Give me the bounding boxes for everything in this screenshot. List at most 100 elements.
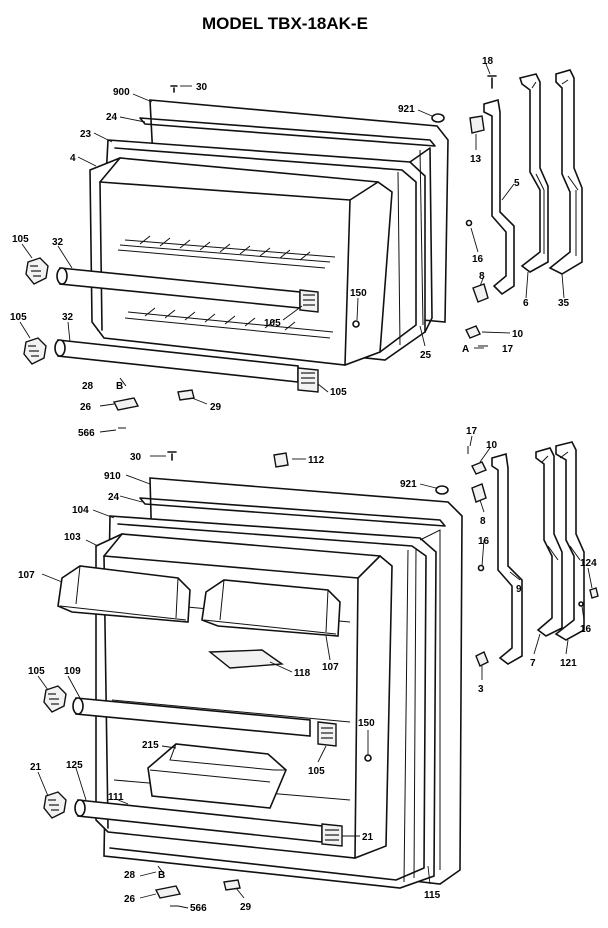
fresh-screw-150 (364, 754, 372, 762)
callout-910: 910 (104, 471, 121, 482)
callout-16: 16 (472, 254, 484, 265)
callout-105: 105 (330, 387, 347, 398)
callout-32: 32 (52, 237, 64, 248)
fresh-hinge-rod-121 (554, 441, 585, 641)
callout-121: 121 (560, 658, 577, 669)
callout-118: 118 (294, 668, 311, 679)
callout-30: 30 (130, 452, 142, 463)
freezer-screw-16 (465, 219, 473, 227)
fresh-bumper-29 (223, 879, 241, 891)
callout-18: 18 (482, 56, 494, 67)
freezer-plate-26 (112, 397, 140, 411)
fresh-part-28 (157, 865, 165, 875)
callout-105: 105 (264, 318, 281, 329)
fresh-stop-8 (471, 483, 487, 503)
callout-17: 17 (502, 344, 514, 355)
fresh-door-shelf-107-right (201, 579, 341, 637)
freezer-part-28 (119, 377, 127, 387)
callout-107: 107 (322, 662, 339, 673)
callout-115: 115 (424, 890, 441, 901)
freezer-hinge-rod-6 (518, 73, 549, 273)
callout-6: 6 (523, 298, 529, 309)
callout-labels: 30 900 24 23 4 921 18 13 5 16 8 10 A 17 … (10, 56, 597, 914)
callout-215: 215 (142, 740, 159, 751)
freezer-lower-shelf-ribs (124, 311, 334, 339)
callout-111: 111 (108, 792, 124, 803)
fresh-door-shelf-107-left (57, 565, 191, 623)
callout-10: 10 (486, 440, 498, 451)
callout-16: 16 (580, 624, 592, 635)
callout-24: 24 (108, 492, 120, 503)
fresh-hinge-bar-9 (491, 452, 523, 665)
fresh-clip-105 (317, 721, 337, 747)
fresh-screw-16c (578, 601, 584, 607)
callout-105: 105 (12, 234, 29, 245)
callout-26: 26 (124, 894, 136, 905)
freezer-hinge-rod-35 (548, 69, 583, 275)
fresh-food-door-assembly (43, 441, 599, 907)
callout-8: 8 (480, 516, 486, 527)
callout-10: 10 (512, 329, 524, 340)
callout-104: 104 (72, 505, 89, 516)
callout-21: 21 (30, 762, 42, 773)
callout-29: 29 (240, 902, 252, 913)
callout-150: 150 (350, 288, 367, 299)
freezer-screw-18 (487, 75, 497, 89)
callout-32: 32 (62, 312, 74, 323)
callout-24: 24 (106, 112, 118, 123)
callout-3: 3 (478, 684, 484, 695)
fresh-part-10 (471, 461, 487, 475)
freezer-upper-shelf-ribs (117, 239, 336, 269)
callout-7: 7 (530, 658, 536, 669)
callout-9: 9 (516, 584, 522, 595)
callout-30: 30 (196, 82, 208, 93)
callout-125: 125 (66, 760, 83, 771)
callout-23: 23 (80, 129, 92, 140)
callout-16: 16 (478, 536, 490, 547)
model-title: MODEL TBX-18AK-E (202, 14, 368, 33)
callout-921: 921 (398, 104, 415, 115)
callout-112: 112 (308, 455, 325, 466)
fresh-tray-118 (208, 649, 285, 669)
callout-150: 150 (358, 718, 375, 729)
callout-29: 29 (210, 402, 222, 413)
callout-5: 5 (514, 178, 520, 189)
callout-105: 105 (28, 666, 45, 677)
freezer-screw-150 (352, 320, 360, 328)
callout-25: 25 (420, 350, 432, 361)
fresh-part-3 (475, 651, 489, 667)
freezer-hinge-bar-5 (483, 98, 515, 296)
callout-4: 4 (70, 153, 76, 164)
callout-28: 28 (82, 381, 94, 392)
callout-107: 107 (18, 570, 35, 581)
callout-13: 13 (470, 154, 482, 165)
freezer-retainer-clip-upper (299, 289, 319, 313)
freezer-inner-liner (89, 157, 393, 366)
freezer-bumper-29 (177, 389, 195, 401)
callout-28: 28 (124, 870, 136, 881)
fresh-clip-112 (273, 452, 289, 468)
freezer-screw-30 (170, 85, 178, 93)
freezer-plug-921 (431, 113, 445, 123)
callout-8: 8 (479, 271, 485, 282)
fresh-hinge-rod-7 (535, 447, 563, 637)
freezer-retainer-clip-lower (297, 367, 319, 393)
callout-B: B (116, 381, 123, 392)
freezer-door-assembly (23, 69, 583, 429)
freezer-part-10 (465, 325, 481, 339)
callout-21: 21 (362, 832, 374, 843)
callout-B: B (158, 870, 165, 881)
fresh-bin-215 (147, 743, 287, 809)
freezer-part-13 (469, 115, 485, 134)
fresh-plate-26 (154, 885, 182, 899)
callout-103: 103 (64, 532, 81, 543)
callout-26: 26 (80, 402, 92, 413)
fresh-plug-921 (435, 485, 449, 495)
callout-566: 566 (190, 903, 207, 914)
callout-105: 105 (10, 312, 27, 323)
fresh-top-trim (139, 497, 446, 527)
callout-124: 124 (580, 558, 597, 569)
fresh-part-124 (589, 587, 599, 599)
callout-17: 17 (466, 426, 478, 437)
